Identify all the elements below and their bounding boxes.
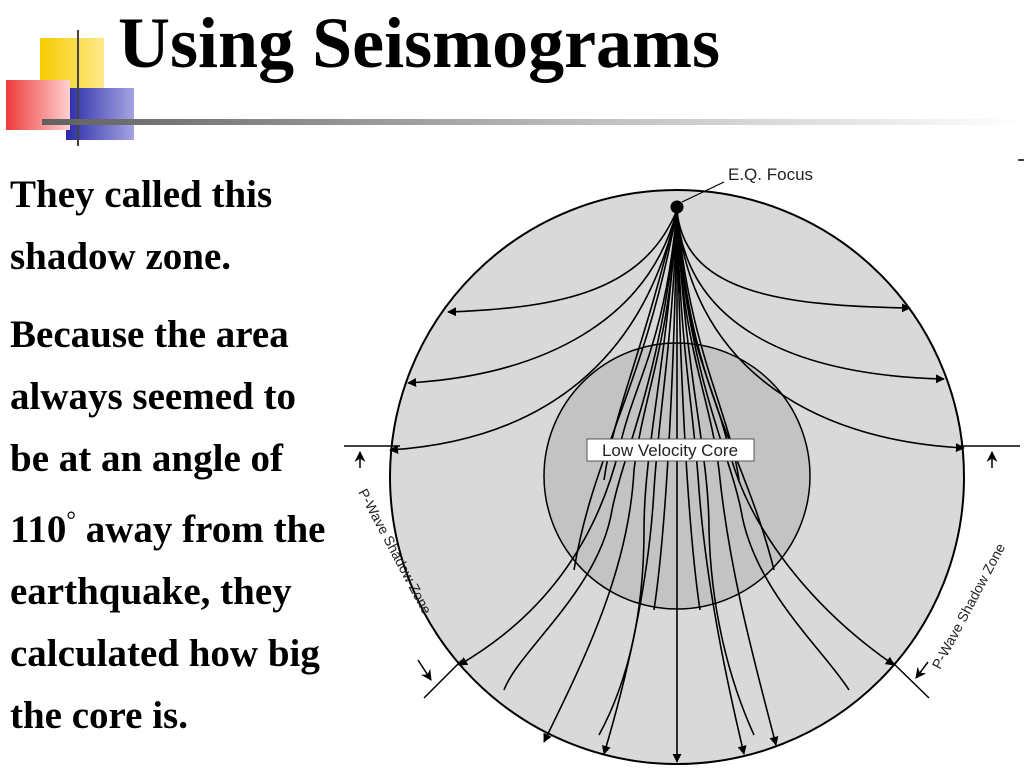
- slide-decoration: [0, 0, 140, 150]
- left-boundary-bottom: [423, 659, 463, 699]
- wave-path: [389, 209, 678, 454]
- shadow-zone-arrows: [354, 450, 998, 681]
- core-label-box: [586, 438, 755, 462]
- text-line: They called this: [10, 173, 273, 216]
- text-line: Because the area: [10, 313, 289, 356]
- wave-path: [676, 209, 911, 313]
- wave-path: [676, 209, 965, 453]
- right-zone-arrow-down: [915, 661, 929, 679]
- left-zone-arrow-down: [417, 659, 432, 681]
- slide-title: Using Seismograms: [118, 3, 721, 83]
- degree-line: 110° away from the: [10, 490, 344, 561]
- earthquake-focus-dot: [670, 200, 684, 214]
- focus-leader-line: [681, 181, 725, 203]
- slide-body: They called this shadow zone. Because th…: [10, 164, 344, 754]
- paragraph-core-angle: Because the area always seemed to be at …: [10, 304, 344, 747]
- shadow-zone-diagram: E.Q. Focus Low Velocity Core P-Wave Shad…: [344, 150, 1024, 768]
- wave-path: [407, 209, 678, 388]
- wave-path: [573, 209, 678, 571]
- wave-path: [676, 209, 755, 736]
- text-line: be at an angle of: [10, 437, 283, 480]
- focus-label: E.Q. Focus: [728, 165, 813, 184]
- wave-path: [676, 209, 945, 384]
- text-line: the core is.: [10, 694, 188, 737]
- degree-rest: away from the: [75, 508, 326, 551]
- text-line: shadow zone.: [10, 235, 232, 278]
- core-label: Low Velocity Core: [602, 441, 738, 460]
- text-line: always seemed to: [10, 375, 296, 418]
- title-underline: [42, 119, 1024, 125]
- right-boundary-bottom: [889, 659, 930, 699]
- wave-path: [543, 209, 678, 743]
- p-wave-paths: [389, 209, 965, 763]
- shadow-zone-boundaries: [344, 159, 1024, 699]
- wave-path: [676, 209, 850, 691]
- wave-path: [601, 209, 678, 755]
- degree-mark: °: [66, 508, 76, 534]
- text-line: earthquake, they: [10, 570, 292, 613]
- text-line: calculated how big: [10, 632, 320, 675]
- wave-path: [447, 209, 678, 317]
- degree-value: 110: [10, 508, 67, 551]
- wave-path: [676, 209, 779, 746]
- wave-path: [598, 209, 678, 736]
- deco-blue-square: [66, 88, 134, 140]
- paragraph-shadow-zone: They called this shadow zone.: [10, 164, 344, 288]
- wave-path: [676, 209, 747, 755]
- wave-path: [503, 209, 678, 691]
